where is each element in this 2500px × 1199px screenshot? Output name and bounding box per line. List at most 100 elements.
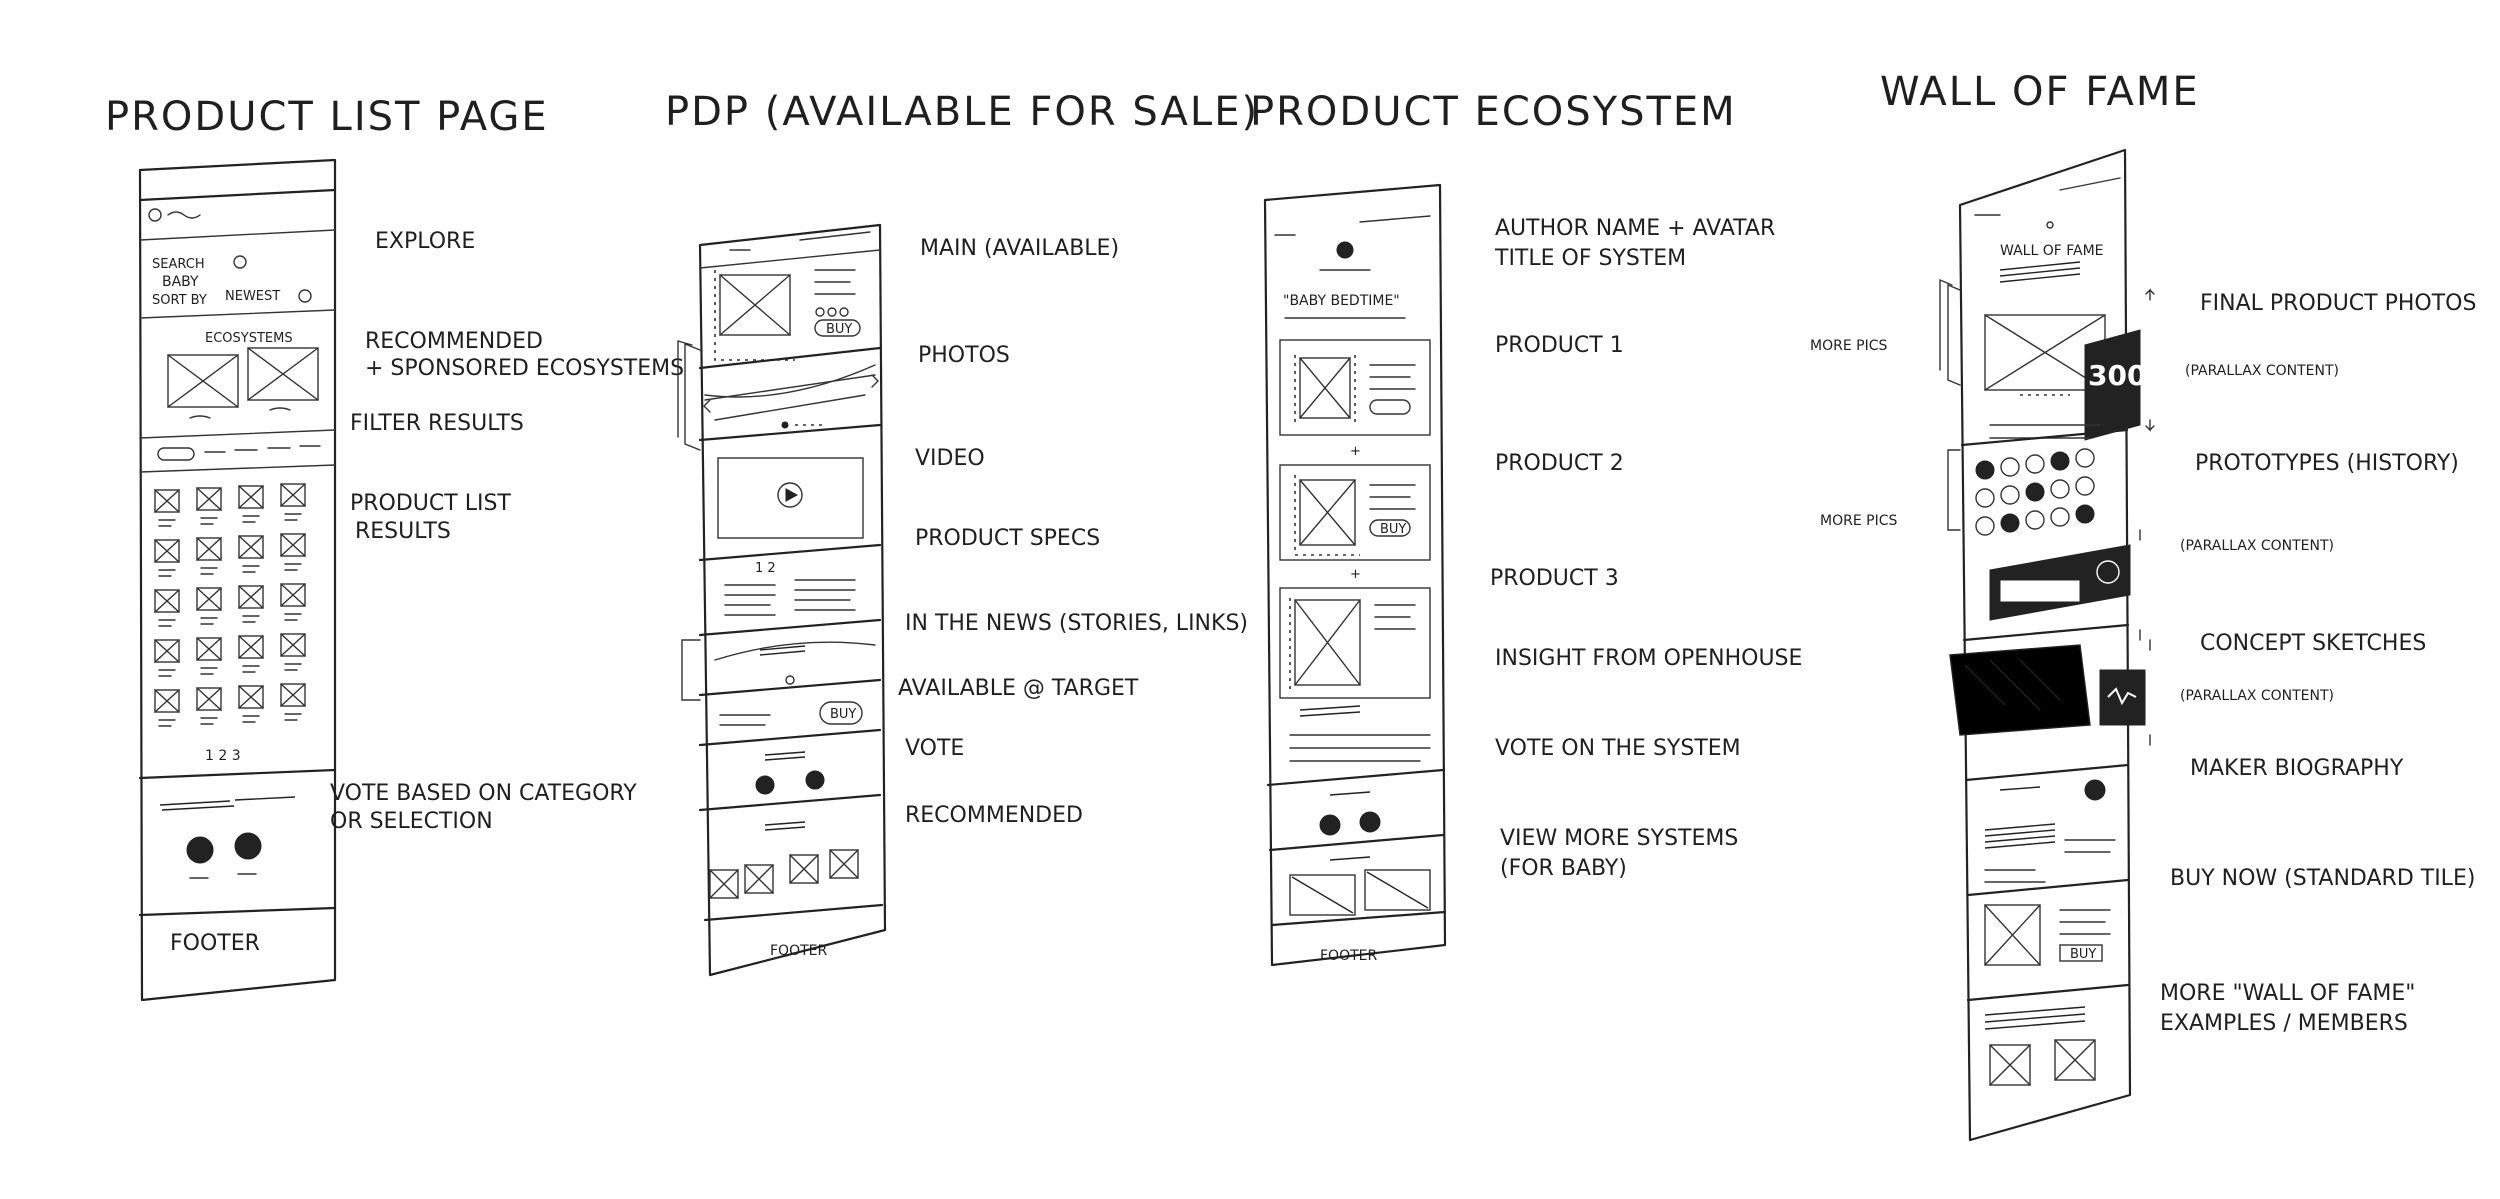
buy-button [819,701,863,725]
image-placeholder-icon [167,354,239,408]
column-product-ecosystem: PRODUCT ECOSYSTEM "BABY BEDTIME" + BUY + [1250,89,1802,967]
tile-hatch [1366,871,1429,909]
product-caption [242,715,260,723]
divider [139,464,336,473]
annotation-parallax: (PARALLAX CONTENT) [2185,363,2339,379]
image-dots [1294,355,1356,425]
sort-value: NEWEST [225,289,280,304]
wall-header: WALL OF FAME [2000,243,2104,259]
sort-label: SORT BY [152,293,207,308]
image-placeholder-icon [280,533,306,557]
divider [1966,878,2130,897]
parallax-thumb [2099,669,2146,726]
product-tile [196,587,222,611]
system-tile [1364,869,1431,911]
prototype-thumb [2025,482,2045,502]
vote-heading-scribble [1329,791,1371,796]
sparkline-icon [2107,687,2137,706]
filter-scribble [204,445,321,453]
parallax-badge [2084,329,2141,441]
product-3-card [1279,587,1431,699]
vote-heading-scribble [159,796,296,811]
product-tile [238,685,264,709]
news-dot [785,675,795,685]
buy-button [1369,399,1411,415]
search-term: BABY [162,274,199,290]
note-more-pics: MORE PICS [1820,513,1897,529]
caption-lines [1989,424,2101,439]
divider [698,543,882,562]
text-lines [1369,484,1416,510]
text-lines [814,269,856,295]
image-placeholder-icon [247,347,319,401]
column-title: PDP (AVAILABLE FOR SALE) [665,89,1259,135]
nav-scribble [1974,177,2121,216]
product-2-card [1279,464,1431,561]
product-caption [200,617,218,625]
annotation-selection: OR SELECTION [330,809,493,834]
bio-heading [1999,786,2041,791]
recommended-tile [789,854,819,884]
image-placeholder-icon [238,635,264,659]
product-tile [280,683,306,707]
annotation-prototypes: PROTOTYPES (HISTORY) [2195,451,2459,476]
divider [698,423,882,442]
annotation-biography: MAKER BIOGRAPHY [2190,756,2404,781]
prototype-thumb [1975,460,1995,480]
divider [698,678,882,697]
recommended-tile [709,869,739,899]
product-caption [284,513,302,521]
annotation-insight: INSIGHT FROM OPENHOUSE [1495,646,1802,671]
buy-label: BUY [1380,522,1406,537]
image-placeholder-icon [154,589,180,613]
image-placeholder-icon [1989,1044,2031,1086]
product-caption [284,563,302,571]
annotation-product-list: PRODUCT LIST [350,491,511,516]
nav-scribble [167,211,201,219]
divider [139,229,336,241]
product-caption [284,663,302,671]
recommended-tile [744,864,774,894]
product-tile [238,485,264,509]
retailer-lines [719,714,771,726]
more-heading-scribble [1984,1006,2086,1030]
product-grid [154,483,306,727]
recommended-grid [709,849,859,899]
more-heading-scribble [1329,856,1371,861]
divider [698,618,882,637]
recommended-heading-scribble [764,821,806,831]
note-more-pics: MORE PICS [1810,338,1887,354]
product-image [1294,599,1361,686]
image-placeholder-icon [744,864,774,894]
image-placeholder-icon [1984,904,2041,966]
member-tile [2054,1039,2096,1081]
prototype-thumb [2000,513,2020,533]
annotation-product-2: PRODUCT 2 [1495,451,1624,476]
column-product-list-page: PRODUCT LIST PAGE SEARCH BABY SORT BY NE… [105,94,684,1002]
photo-stack [1939,278,1961,386]
annotation-specs: PRODUCT SPECS [915,526,1100,551]
panel-image-icon [2096,560,2120,584]
product-caption [158,669,176,677]
spec-lines [724,584,776,616]
news-carousel [714,641,876,661]
product-tile [154,539,180,563]
divider [139,429,336,439]
search-icon [233,255,247,269]
annotation-product-3: PRODUCT 3 [1490,566,1619,591]
option-icon [827,307,837,317]
divider [1960,428,2129,447]
plus-sign: + [1350,567,1361,582]
image-placeholder-icon [2054,1039,2096,1081]
divider [703,903,884,922]
maker-avatar [2084,779,2106,801]
vote-heading-scribble [764,751,806,761]
product-tile [196,487,222,511]
plus-sign: + [1350,444,1361,459]
product-image [1299,479,1356,546]
buy-button [814,319,861,337]
text-lines [2059,909,2111,935]
product-1-card [1279,339,1431,436]
play-icon [777,482,803,508]
annotation-members: EXAMPLES / MEMBERS [2160,1011,2408,1036]
